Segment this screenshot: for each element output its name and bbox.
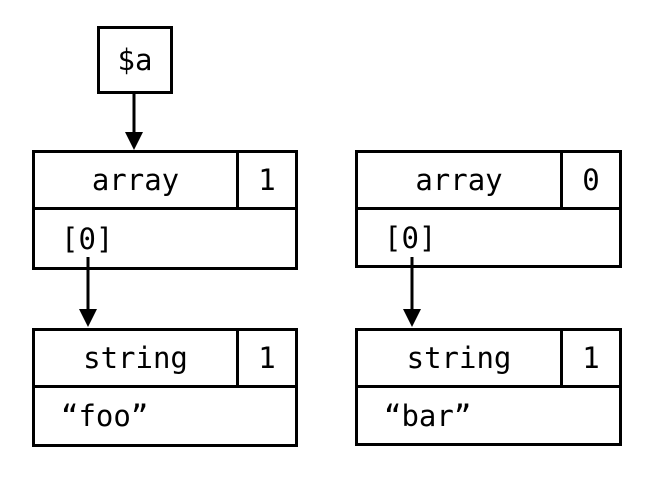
node-string-bar-value: “bar”	[384, 398, 472, 433]
node-string-foo-header: string 1	[35, 331, 295, 388]
node-array-right: array 0 [0]	[355, 150, 622, 268]
node-string-foo: string 1 “foo”	[32, 328, 298, 447]
node-array-left-refcount: 1	[258, 163, 276, 197]
node-array-left-type: array	[35, 153, 239, 207]
node-string-bar: string 1 “bar”	[355, 328, 622, 446]
node-array-right-header: array 0	[358, 153, 619, 210]
node-string-foo-value: “foo”	[61, 399, 149, 433]
node-array-left-slot: [0]	[61, 221, 114, 256]
node-array-right-refcount: 0	[582, 163, 600, 197]
node-array-right-type: array	[358, 153, 563, 207]
node-array-right-slot: [0]	[384, 220, 437, 255]
node-string-bar-header: string 1	[358, 331, 619, 388]
node-string-foo-type: string	[35, 331, 239, 385]
arrow-variable-to-array-left	[125, 94, 143, 150]
node-array-left-header: array 1	[35, 153, 295, 210]
node-string-foo-refcount: 1	[258, 341, 276, 375]
node-string-bar-refcount: 1	[582, 341, 600, 375]
node-array-left: array 1 [0]	[32, 150, 298, 270]
variable-box: $a	[97, 26, 173, 94]
node-string-bar-type: string	[358, 331, 563, 385]
variable-label: $a	[117, 43, 153, 77]
